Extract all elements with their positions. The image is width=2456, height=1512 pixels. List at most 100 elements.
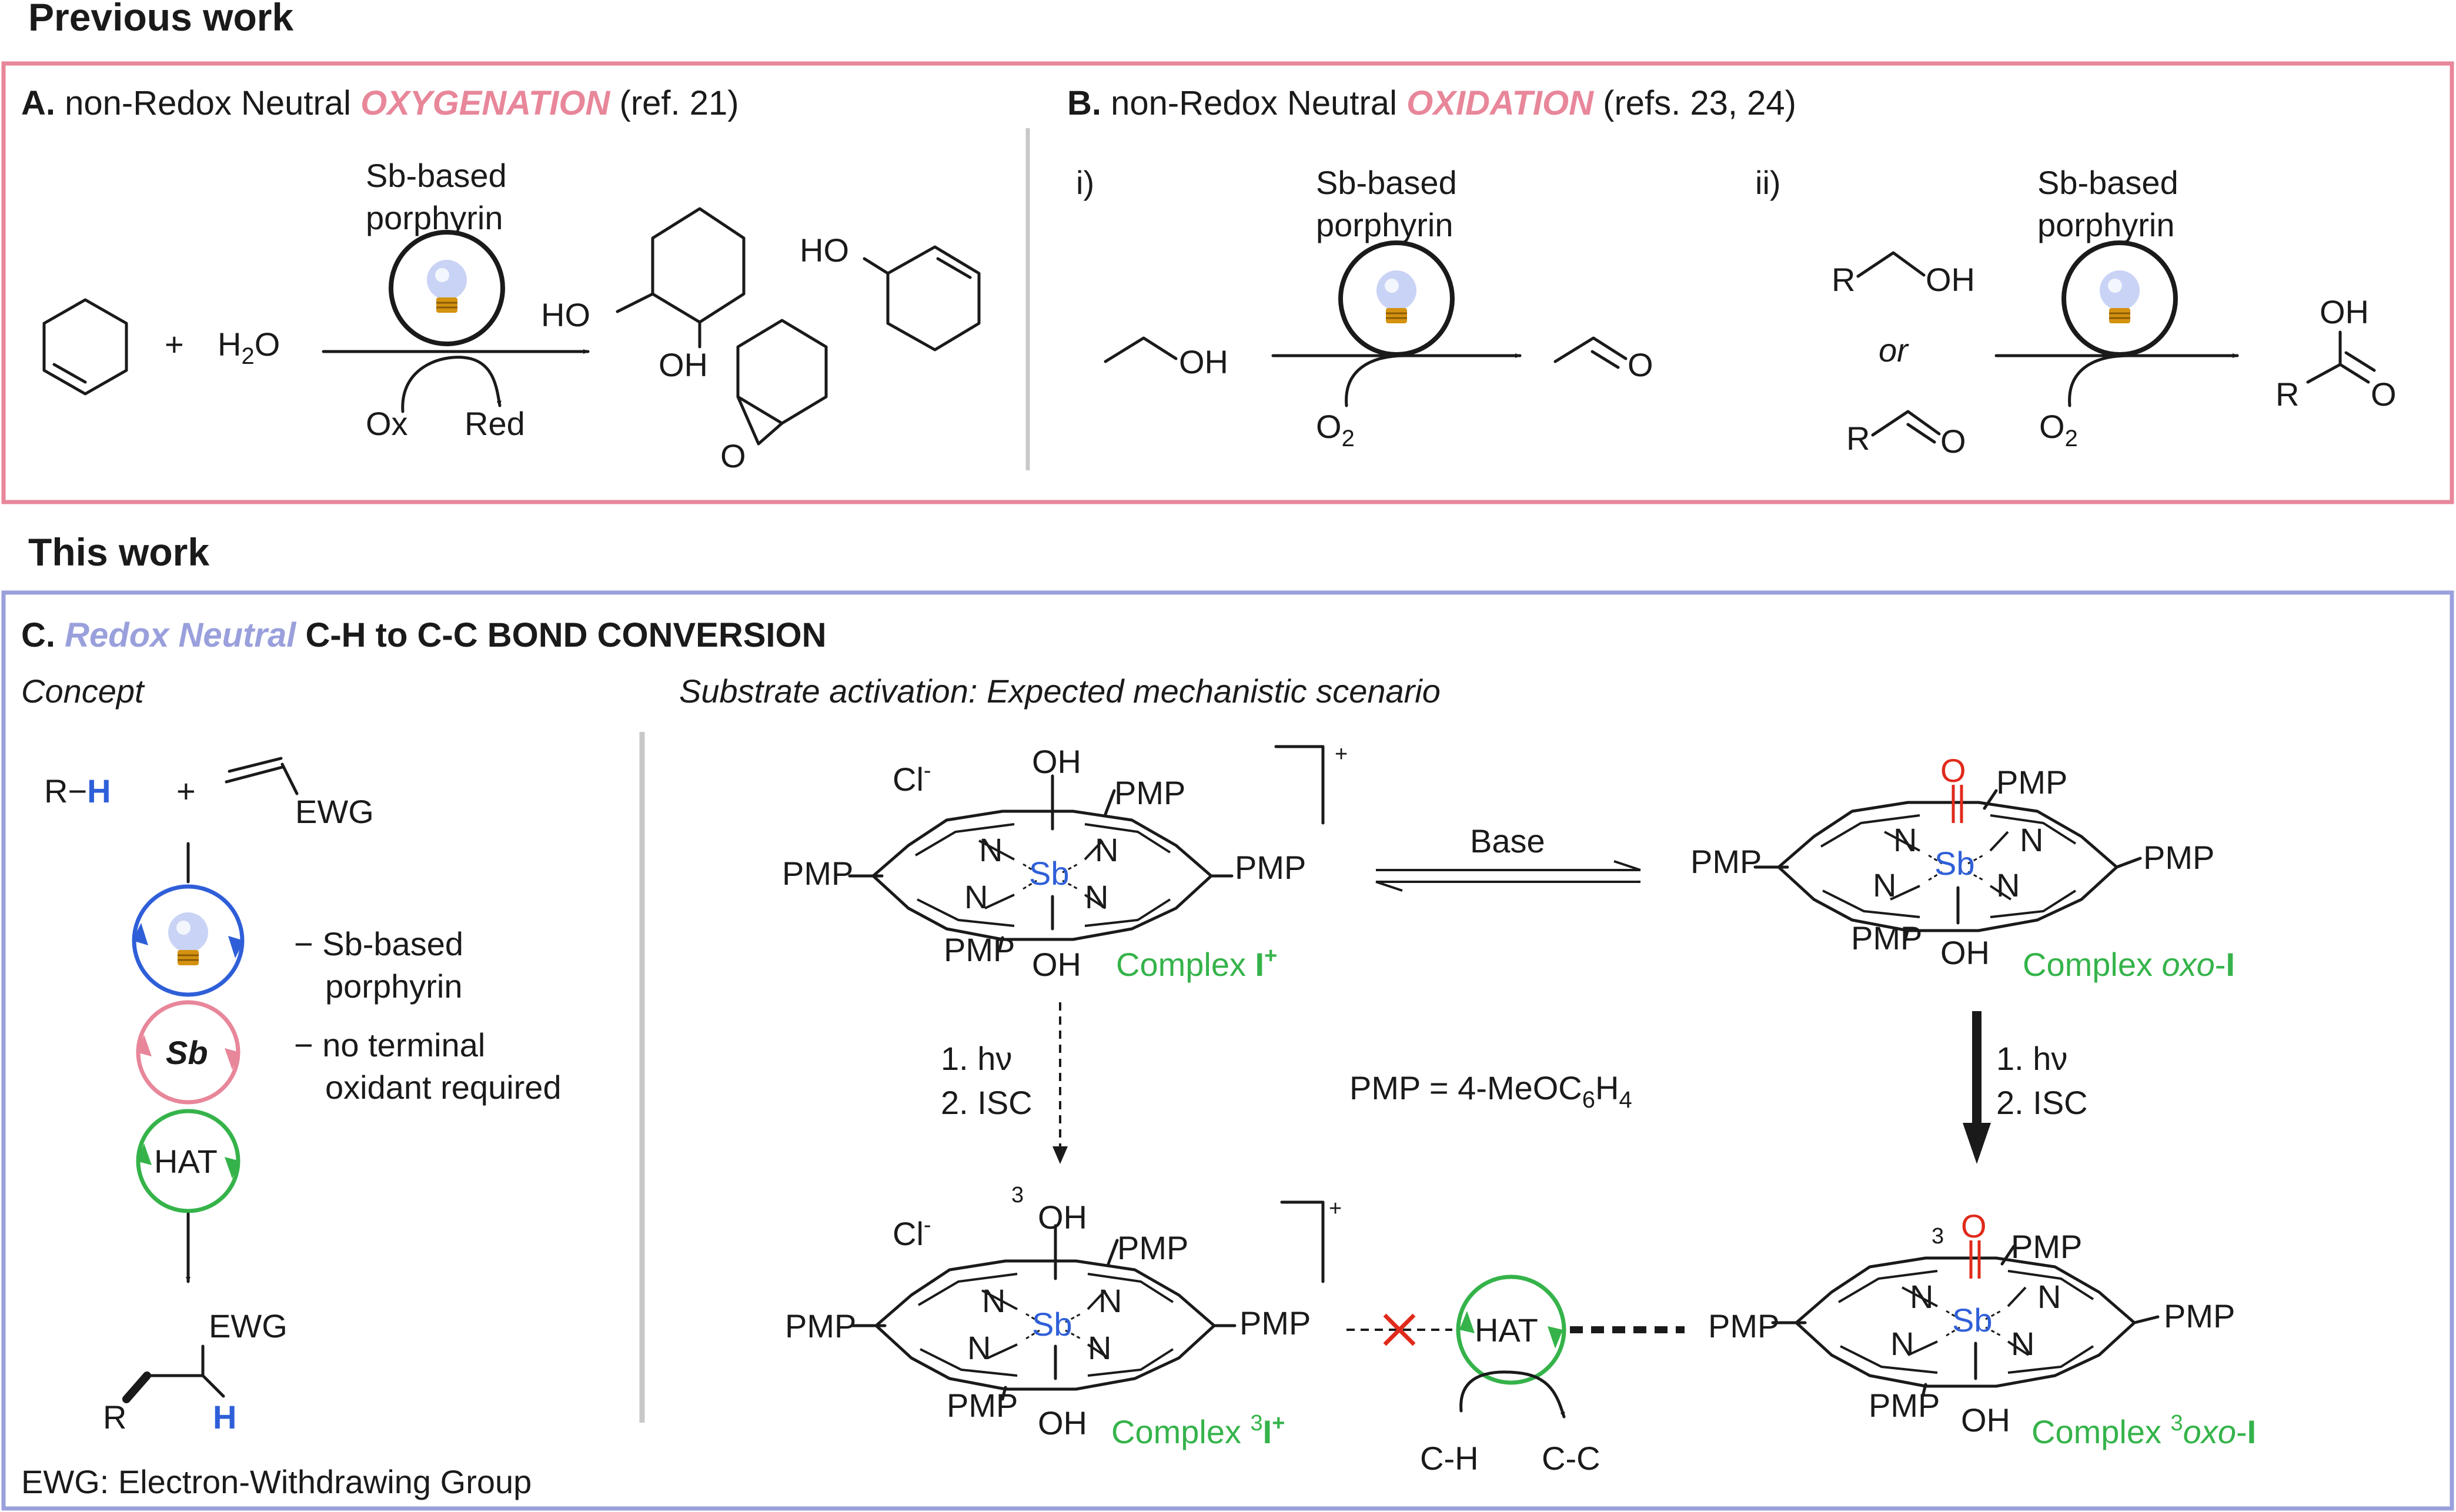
complex-3oxo-pmp-bottom: PMP bbox=[1869, 1387, 1940, 1424]
acetaldehyde-structure bbox=[1553, 336, 1628, 369]
product-structure bbox=[122, 1344, 225, 1403]
oxo-i-n-br: N bbox=[1996, 867, 2020, 904]
complex-3oxo-oh-bottom: OH bbox=[1961, 1401, 2010, 1439]
oxo-i-n-tl: N bbox=[1893, 821, 1917, 858]
complex-3oxo-oxygen: O bbox=[1961, 1207, 1987, 1245]
hat-center-label: HAT bbox=[1475, 1312, 1538, 1349]
acid-r-label: R bbox=[2275, 376, 2299, 413]
catalyst-a-label-2: porphyrin bbox=[366, 199, 503, 236]
photocatalyst-cycle-icon bbox=[1338, 240, 1455, 357]
complex-3i-n-br: N bbox=[1088, 1329, 1111, 1366]
photocatalyst-cycle-icon bbox=[389, 230, 505, 346]
panel-b-title: B. non-Redox Neutral OXIDATION (refs. 23… bbox=[1067, 84, 1796, 122]
cyclohexene-structure bbox=[42, 298, 128, 396]
r-label-aldehyde: R bbox=[1846, 420, 1870, 457]
scenario-heading: Substrate activation: Expected mechanist… bbox=[679, 673, 1441, 710]
acid-o-label: O bbox=[2371, 376, 2397, 413]
plus-sign: + bbox=[165, 326, 184, 363]
complex-3oxo-sb: Sb bbox=[1952, 1302, 1993, 1339]
complex-i-cl: Cl- bbox=[893, 758, 931, 798]
complex-i-n-bl: N bbox=[964, 878, 988, 915]
complex-i-pmp-bottom: PMP bbox=[944, 931, 1015, 968]
ox-red-arrow bbox=[401, 356, 502, 413]
oxo-i-sb: Sb bbox=[1934, 845, 1975, 882]
acid-double-bond bbox=[2344, 351, 2376, 372]
oh-label: OH bbox=[659, 346, 708, 383]
alkene-ewg-label: EWG bbox=[295, 793, 374, 830]
complex-3i-n-tr: N bbox=[1098, 1282, 1122, 1319]
this-work-frame bbox=[1, 590, 2454, 1511]
complex-3oxo-n-tr: N bbox=[2037, 1278, 2061, 1315]
complex-oxo-i bbox=[1753, 785, 2142, 942]
product-h-label: H bbox=[213, 1399, 236, 1436]
alcohol-substrate bbox=[1856, 251, 1926, 278]
r-h-substrate: R−H bbox=[44, 772, 111, 809]
complex-3oxo-pmp-top: PMP bbox=[2011, 1228, 2082, 1265]
complex-i-name: Complex I+ bbox=[1116, 944, 1277, 983]
equilibrium-arrows bbox=[1375, 860, 1641, 892]
complex-i-oh-top: OH bbox=[1032, 743, 1081, 780]
aldehyde-double-bond bbox=[1906, 423, 1936, 444]
catalyst-a-label-1: Sb-based bbox=[366, 157, 507, 194]
acid-co-bond bbox=[2338, 363, 2370, 384]
complex-i-oh-bottom: OH bbox=[1032, 946, 1081, 983]
complex-3i-oh-top: OH bbox=[1038, 1199, 1087, 1236]
oxo-i-oh-bottom: OH bbox=[1940, 934, 1990, 971]
diol-product bbox=[616, 207, 746, 349]
complex-3i-pmp-bottom: PMP bbox=[947, 1387, 1018, 1424]
ch-to-cc-arrow bbox=[1459, 1370, 1566, 1419]
complex-3i-pmp-right: PMP bbox=[1239, 1304, 1311, 1342]
photocatalyst-cycle-icon bbox=[2061, 240, 2178, 357]
r-label-alcohol: R bbox=[1832, 261, 1855, 298]
ethanol-structure bbox=[1104, 336, 1178, 363]
catalyst-b2-label-1: Sb-based bbox=[2037, 164, 2178, 201]
complex-i-charge: + bbox=[1335, 742, 1348, 767]
alkene-double-bond bbox=[228, 757, 283, 773]
complex-3i-name: Complex 3I+ bbox=[1111, 1411, 1285, 1450]
red-label: Red bbox=[465, 405, 525, 442]
step-1-left: 1. hν bbox=[941, 1040, 1012, 1077]
complex-i-sb: Sb bbox=[1029, 855, 1070, 892]
water-label: H2O bbox=[218, 326, 280, 369]
route-ii-label: ii) bbox=[1755, 164, 1781, 201]
oxo-i-pmp-right: PMP bbox=[2143, 839, 2214, 876]
bullet-2b: oxidant required bbox=[325, 1069, 562, 1106]
oxo-i-pmp-bottom: PMP bbox=[1851, 919, 1922, 956]
o2-feed-arrow-2 bbox=[2068, 354, 2130, 407]
catalyst-b1-label-1: Sb-based bbox=[1316, 164, 1457, 201]
panel-a-title: A. non-Redox Neutral OXYGENATION (ref. 2… bbox=[21, 84, 739, 122]
catalyst-b1-label-2: porphyrin bbox=[1316, 206, 1453, 243]
complex-3oxo-pmp-left: PMP bbox=[1708, 1307, 1779, 1344]
bullet-2a: − no terminal bbox=[294, 1026, 485, 1063]
ewg-definition: EWG: Electron-Withdrawing Group bbox=[21, 1463, 532, 1500]
complex-3oxo-n-bl: N bbox=[1890, 1325, 1914, 1362]
ch-label: C-H bbox=[1420, 1440, 1479, 1477]
complex-3oxo-triplet: 3 bbox=[1932, 1224, 1944, 1249]
step-1-right: 1. hν bbox=[1996, 1040, 2067, 1077]
complex-3i-pmp-left: PMP bbox=[785, 1307, 856, 1344]
complex-i-pmp-right: PMP bbox=[1235, 849, 1306, 886]
oxo-i-oxygen: O bbox=[1940, 752, 1966, 789]
ethanol-oh-label: OH bbox=[1179, 343, 1228, 380]
complex-i-pmp-left: PMP bbox=[782, 855, 853, 892]
complex-i-plus bbox=[848, 745, 1325, 951]
allylic-alcohol-product bbox=[863, 245, 981, 352]
aldehyde-substrate bbox=[1871, 410, 1941, 437]
this-work-heading: This work bbox=[28, 530, 209, 574]
aldehyde-o-label-2: O bbox=[1940, 423, 1966, 460]
base-label: Base bbox=[1470, 822, 1545, 859]
complex-3i-triplet: 3 bbox=[1011, 1183, 1024, 1207]
dashed-arrowhead-left bbox=[1052, 1146, 1068, 1164]
complex-i-n-tl: N bbox=[979, 831, 1003, 868]
acid-oh-label: OH bbox=[2320, 293, 2369, 330]
step-2-right: 2. ISC bbox=[1996, 1084, 2088, 1121]
catalytic-cycles-icon: Sb HAT bbox=[132, 884, 245, 1213]
oxo-i-n-tr: N bbox=[2020, 821, 2043, 858]
epoxide-o-label: O bbox=[720, 437, 746, 474]
hat-cycle-label: HAT bbox=[154, 1143, 218, 1180]
complex-3-oxo-i bbox=[1771, 1240, 2160, 1398]
concept-plus: + bbox=[176, 772, 196, 809]
sb-cycle-label: Sb bbox=[166, 1034, 208, 1071]
alcohol-oh-label: OH bbox=[1926, 261, 1975, 298]
